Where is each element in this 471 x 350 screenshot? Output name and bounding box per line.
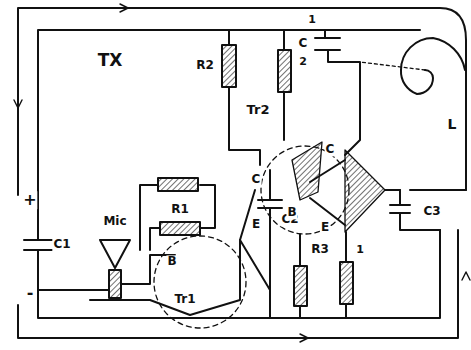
supply-wire — [240, 29, 345, 31]
microphone-symbol — [100, 240, 130, 268]
wire — [299, 234, 301, 318]
resistor-symbol — [160, 222, 200, 235]
part-label: 1 — [307, 14, 317, 26]
part-label: L — [447, 117, 458, 132]
flow-arrow — [14, 4, 470, 342]
part-label: R3 — [310, 243, 330, 256]
transistor-leads — [310, 160, 345, 225]
part-label: R1 — [170, 203, 190, 216]
resistor-symbol — [222, 45, 236, 87]
resistor-symbol — [340, 262, 353, 304]
part-label: C1 — [52, 238, 71, 251]
part-label: E — [251, 218, 261, 231]
wire — [283, 30, 285, 140]
part-label: C3 — [422, 205, 441, 218]
part-label: TX — [97, 51, 124, 70]
transistor-body — [345, 150, 385, 232]
resistor-symbol — [158, 178, 198, 191]
capacitor-symbol — [315, 30, 360, 155]
coil-symbol — [395, 30, 465, 94]
part-label: C — [298, 37, 309, 50]
part-label: 2 — [298, 56, 308, 68]
wire — [140, 185, 158, 250]
coil-lead — [360, 62, 425, 70]
wire — [410, 189, 466, 191]
resistor-symbol — [294, 266, 307, 306]
transistor-base — [292, 142, 322, 200]
transistor-outline — [154, 236, 246, 328]
wire — [229, 30, 260, 165]
wire — [90, 240, 240, 315]
part-label: 1 — [355, 244, 365, 256]
part-label: R2 — [195, 59, 215, 72]
resistor-symbol — [278, 50, 291, 92]
part-label: B — [166, 255, 177, 268]
part-label: C — [251, 173, 262, 186]
part-label: B — [286, 206, 297, 219]
part-label: + — [22, 191, 37, 209]
wire — [345, 232, 347, 318]
microphone-body — [109, 270, 121, 298]
supply-wire — [38, 30, 395, 195]
part-label: C — [325, 143, 336, 156]
part-label: Tr2 — [246, 103, 271, 117]
capacitor-symbol — [24, 195, 52, 305]
wire — [150, 185, 215, 250]
part-label: - — [26, 284, 35, 302]
part-label: Tr1 — [173, 293, 196, 306]
ground-wire — [38, 230, 440, 318]
part-label: Mic — [102, 215, 127, 228]
wire — [385, 189, 400, 191]
part-label: E — [320, 221, 330, 234]
supply-wire — [18, 8, 466, 195]
ground-wire — [18, 230, 458, 338]
